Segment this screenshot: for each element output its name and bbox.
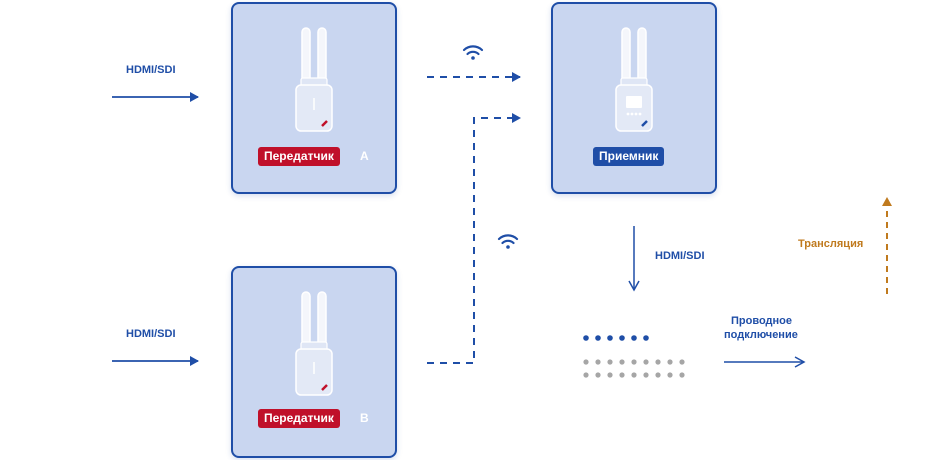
input-b-label: HDMI/SDI [126,328,176,340]
receiver-output-label: HDMI/SDI [655,250,705,262]
wired-label-line2: подключение [724,329,798,341]
transmitter-a-suffix: A [360,149,369,163]
input-a-label: HDMI/SDI [126,64,176,76]
transmitter-b-suffix: B [360,411,369,425]
wifi-icon [497,234,519,249]
transmitter-a-badge: Передатчик [258,147,340,166]
transmitter-b-badge: Передатчик [258,409,340,428]
wired-label-line1: Проводное [731,315,792,327]
output-dots [583,335,685,378]
transmitter-device-icon [295,291,333,396]
link-b-to-receiver [427,113,521,364]
receiver-badge: Приемник [593,147,665,166]
wifi-icon [462,45,484,60]
receiver-device-icon [615,27,653,132]
transmitter-device-icon [295,27,333,132]
broadcast-label: Трансляция [798,238,864,250]
